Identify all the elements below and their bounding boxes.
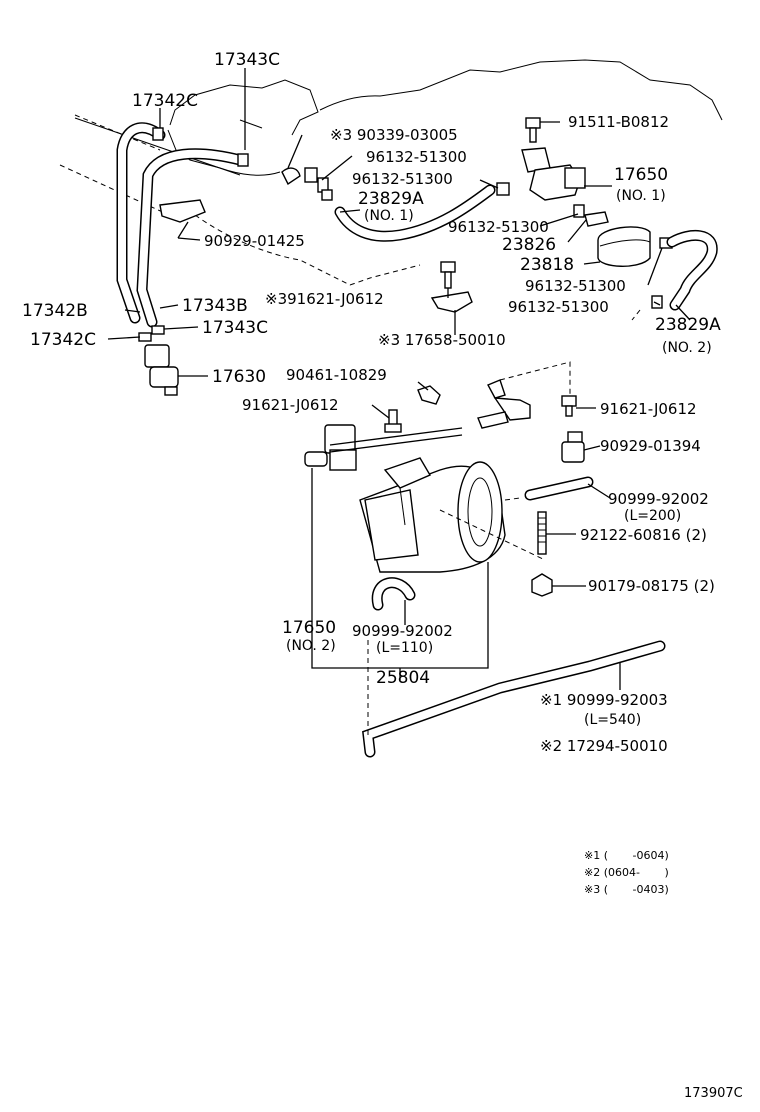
bolt-91621-J0612-top xyxy=(440,261,456,289)
label-91621-J0612-b: 91621-J0612 xyxy=(242,396,339,414)
vsv-90929-01394 xyxy=(561,431,585,463)
vsv-17650-no1 xyxy=(521,147,586,201)
label-17650-no2: 17650 xyxy=(282,618,336,638)
filter-23818 xyxy=(597,226,651,267)
applicability-notes: ※1 ( -0604) ※2 (0604- ) ※3 ( -0403) xyxy=(584,849,669,896)
label-17342C-top: 17342C xyxy=(132,91,198,111)
label-96132-51300-d: 96132-51300 xyxy=(525,277,626,295)
label-96132-51300-b: 96132-51300 xyxy=(352,170,453,188)
label-91621-J0612-a: ※391621-J0612 xyxy=(265,290,384,308)
hose-90999-92002-L110 xyxy=(371,577,416,611)
pipe-23826 xyxy=(584,211,609,227)
note-2: ※2 (0604- ) xyxy=(584,866,669,879)
clamp-96132-a xyxy=(496,182,510,196)
label-23829A-no1-sub: (NO. 1) xyxy=(364,208,414,224)
label-17294-50010: ※2 17294-50010 xyxy=(540,737,668,755)
part-labels: 17343C 17342C ※3 90339-03005 96132-51300… xyxy=(22,50,721,755)
label-23818: 23818 xyxy=(520,255,574,275)
label-17658-50010: ※3 17658-50010 xyxy=(378,331,506,349)
label-90999-92003-sub: (L=540) xyxy=(584,712,641,728)
label-96132-51300-c: 96132-51300 xyxy=(448,218,549,236)
vsv-17650-no2 xyxy=(304,424,463,471)
label-90929-01394: 90929-01394 xyxy=(600,437,701,455)
label-90999-92003: ※1 90999-92003 xyxy=(540,691,668,709)
label-25804: 25804 xyxy=(376,668,430,688)
clip-17342C-top xyxy=(152,127,164,141)
label-17630: 17630 xyxy=(212,367,266,387)
label-96132-51300-e: 96132-51300 xyxy=(508,298,609,316)
label-17343B: 17343B xyxy=(182,296,248,316)
hose-90999-92002-L200 xyxy=(524,476,594,501)
vacuum-hose-17343B xyxy=(136,148,246,328)
stud-92122-60816 xyxy=(537,511,547,555)
hose-90999-92003-L540 xyxy=(362,640,666,758)
hose-23829A-no1 xyxy=(334,184,496,242)
canister-25804 xyxy=(359,457,546,573)
label-17342B: 17342B xyxy=(22,301,88,321)
label-17650-no1: 17650 xyxy=(614,165,668,185)
bracket-upper-right xyxy=(477,361,571,429)
bolt-91511-B0812 xyxy=(525,117,541,143)
note-3: ※3 ( -0403) xyxy=(584,883,669,896)
clip-17342C-bottom xyxy=(138,332,152,342)
label-90999-92002-b: 90999-92002 xyxy=(352,622,453,640)
label-23829A-no2-sub: (NO. 2) xyxy=(662,340,712,356)
vsv-17630 xyxy=(144,344,179,396)
label-17343C-top: 17343C xyxy=(214,50,280,70)
note-1: ※1 ( -0604) xyxy=(584,849,669,862)
engine-outline xyxy=(59,59,723,286)
label-90179-08175: 90179-08175 (2) xyxy=(588,577,715,595)
clip-17343C-top xyxy=(237,153,249,167)
clamp-96132-d xyxy=(651,295,663,309)
label-90929-01425: 90929-01425 xyxy=(204,232,305,250)
label-91621-J0612-c: 91621-J0612 xyxy=(600,400,697,418)
label-90339-03005: ※3 90339-03005 xyxy=(330,126,458,144)
label-91511-B0812: 91511-B0812 xyxy=(568,113,669,131)
label-17342C-bottom: 17342C xyxy=(30,330,96,350)
bracket-90929-01425 xyxy=(159,199,206,223)
label-17343C-bottom: 17343C xyxy=(202,318,268,338)
label-96132-51300-a: 96132-51300 xyxy=(366,148,467,166)
label-17650-no2-sub: (NO. 2) xyxy=(286,638,336,654)
label-90461-10829: 90461-10829 xyxy=(286,366,387,384)
bolt-91621-J0612-lower-left xyxy=(384,409,402,433)
hose-23829A-no2 xyxy=(666,229,718,311)
label-92122-60816: 92122-60816 (2) xyxy=(580,526,707,544)
connector-90461-10829 xyxy=(417,385,441,405)
connector-90339-03005 xyxy=(281,167,333,201)
leader-lines xyxy=(107,68,691,690)
label-23829A-no1: 23829A xyxy=(358,189,424,209)
label-17650-no1-sub: (NO. 1) xyxy=(616,188,666,204)
bolt-91621-J0612-right xyxy=(561,395,577,417)
clip-17343C-bottom xyxy=(151,325,165,335)
clamp-96132-b xyxy=(573,204,585,218)
label-90999-92002-a-sub: (L=200) xyxy=(624,508,681,524)
bracket-17658-50010 xyxy=(430,291,473,313)
nut-90179-08175 xyxy=(531,573,553,597)
label-23829A-no2: 23829A xyxy=(655,315,721,335)
label-23826: 23826 xyxy=(502,235,556,255)
figure-id: 173907C xyxy=(684,1086,743,1101)
label-90999-92002-a: 90999-92002 xyxy=(608,490,709,508)
label-90999-92002-b-sub: (L=110) xyxy=(376,640,433,656)
